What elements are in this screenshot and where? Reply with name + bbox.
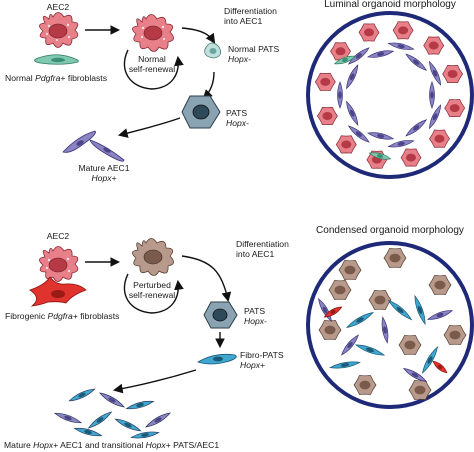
organoid-aec2-cell [314,72,336,91]
organoid-aec1-cell [347,125,370,143]
arrow-to-pats-top [202,71,215,100]
organoid-aec2-cell [429,129,450,148]
organoid-aec1-cell [428,60,442,86]
aec2-label-bottom: AEC2 [46,231,70,241]
aec2-cell-top [39,12,79,48]
organoid-aec1-cell [387,140,415,148]
organoid-aec2-cell [442,65,464,84]
organoid-aec1-cell [346,100,359,126]
organoid-fibro-pats [346,311,374,329]
organoid-perturbed-aec2 [353,375,377,395]
organoid-aec2-cell [400,148,422,167]
mix-cell [125,400,155,410]
aec2-label-top: AEC2 [46,2,70,12]
organoid-aec1-cell [426,310,454,320]
arrow-to-mature-mix [112,369,197,394]
organoid-aec1-cell [429,81,435,109]
organoid-fibro-pats [329,361,361,369]
organoid-perturbed-aec2 [383,248,407,268]
perturbed-aec2-cell [132,238,174,276]
luminal-organoid [306,11,474,179]
mix-cell [144,412,172,428]
renewing-aec2-cell-top [132,14,174,52]
organoid-aec1-cell [402,368,428,382]
self-renewal-loop-top [123,49,184,90]
organoid-fibrogenic-fibroblast [432,360,448,374]
organoid-fibrogenic-fibroblast [323,306,343,318]
normal-pats-cell [204,42,222,59]
organoid-aec1-cell [428,104,442,130]
organoid-aec1-cell [346,64,359,90]
condensed-organoid-title: Condensed organoid morphology [316,225,464,236]
normal-fibroblast [34,54,79,65]
mature-cell-mix [53,388,172,439]
organoid-perturbed-aec2 [398,335,422,355]
organoid-perturbed-aec2 [328,280,352,300]
arrow-to-pats-bottom [181,255,232,303]
organoid-aec2-cell [392,21,414,40]
organoid-fibro-pats [421,346,439,374]
organoid-aec2-cell [444,99,466,118]
organoid-perturbed-aec2 [428,275,452,295]
mix-cell [53,412,83,424]
organoid-fibroblast [333,55,357,65]
organoid-fibro-pats [354,344,386,356]
organoid-aec1-cell [405,119,428,137]
fibro-pats-cell [197,353,237,365]
organoid-aec2-cell [316,106,338,125]
luminal-organoid-title: Luminal organoid morphology [324,0,456,10]
organoid-fibroblast [368,152,392,160]
mix-cell [98,392,126,408]
organoid-perturbed-aec2 [318,320,342,340]
organoid-aec2-cell [423,36,445,55]
self-renewal-loop-bottom [123,273,184,314]
mix-cell [87,411,113,429]
mix-cell [130,431,160,439]
organoid-aec1-cell [405,53,428,71]
pats-cell-top [181,95,221,129]
organoid-perturbed-aec2 [443,325,467,345]
condensed-organoid [306,241,474,409]
organoid-perturbed-aec2 [368,290,392,310]
organoid-aec1-cell [367,132,395,140]
mix-cell [68,388,96,402]
organoid-perturbed-aec2 [338,260,362,280]
arrow-to-normal-pats [181,27,216,44]
arrow-to-mature-aec1 [117,117,181,138]
normal-fibroblast-label: Normal Pdgfra+ fibroblasts [5,73,107,83]
organoid-aec1-cell [341,334,359,356]
organoid-aec2-cell [335,135,357,154]
mix-cell [73,427,103,437]
organoid-aec1-cell [387,42,415,50]
organoid-fibro-pats [387,299,413,321]
mature-mix-caption: Mature Hopx+ AEC1 and transitional Hopx+… [4,440,220,450]
organoid-aec2-cell [358,23,380,42]
fibrogenic-fibroblast-label: Fibrogenic Pdgfra+ fibroblasts [5,311,120,321]
organoid-fibro-pats [414,294,426,326]
mature-aec1-cells-top [62,130,125,162]
mix-cell [114,418,142,432]
organoid-aec1-cell [381,316,389,344]
pats-cell-bottom [203,301,238,329]
aec2-cell-bottom [39,246,79,282]
organoid-aec1-cell [337,81,343,109]
fibrogenic-fibroblast [29,276,87,307]
organoid-aec1-cell [367,50,395,58]
